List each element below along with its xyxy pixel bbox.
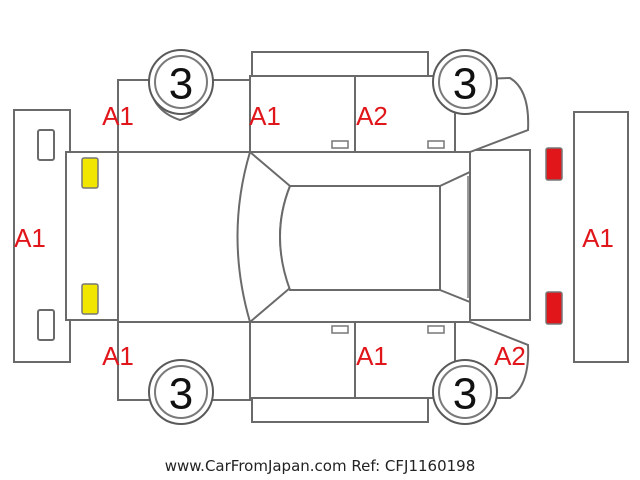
front-bumper — [13, 109, 71, 363]
front-lamp-top — [81, 157, 99, 189]
rear-lamp-top — [545, 147, 563, 181]
footer-text: www.CarFromJapan.com Ref: CFJ1160198 — [165, 457, 476, 475]
code-left-rear-door: A2 — [356, 101, 388, 131]
car-body — [65, 149, 531, 324]
front-lamp-bottom — [81, 283, 99, 315]
wheel-front-left-rating: 3 — [169, 60, 193, 109]
footer-ref: Ref: CFJ1160198 — [351, 457, 475, 475]
wheel-rear-left: 3 — [432, 49, 498, 115]
code-rear-bumper: A1 — [582, 223, 614, 253]
wheel-front-left: 3 — [148, 49, 214, 115]
wheel-rear-right: 3 — [432, 359, 498, 425]
wheel-front-right: 3 — [148, 359, 214, 425]
wheel-front-right-rating: 3 — [169, 370, 193, 419]
code-front-bumper: A1 — [14, 223, 46, 253]
code-right-front-fender: A1 — [102, 341, 134, 371]
rear-bumper — [573, 111, 629, 363]
wheel-rear-left-rating: 3 — [453, 60, 477, 109]
code-right-rear-door: A1 — [356, 341, 388, 371]
code-left-front-fender: A1 — [102, 101, 134, 131]
rear-lamp-bottom — [545, 291, 563, 325]
code-right-rear-quarter: A2 — [494, 341, 526, 371]
footer-site: www.CarFromJapan.com — [165, 457, 347, 475]
code-left-front-door: A1 — [249, 101, 281, 131]
wheel-rear-right-rating: 3 — [453, 370, 477, 419]
right-side-panels — [117, 321, 530, 423]
